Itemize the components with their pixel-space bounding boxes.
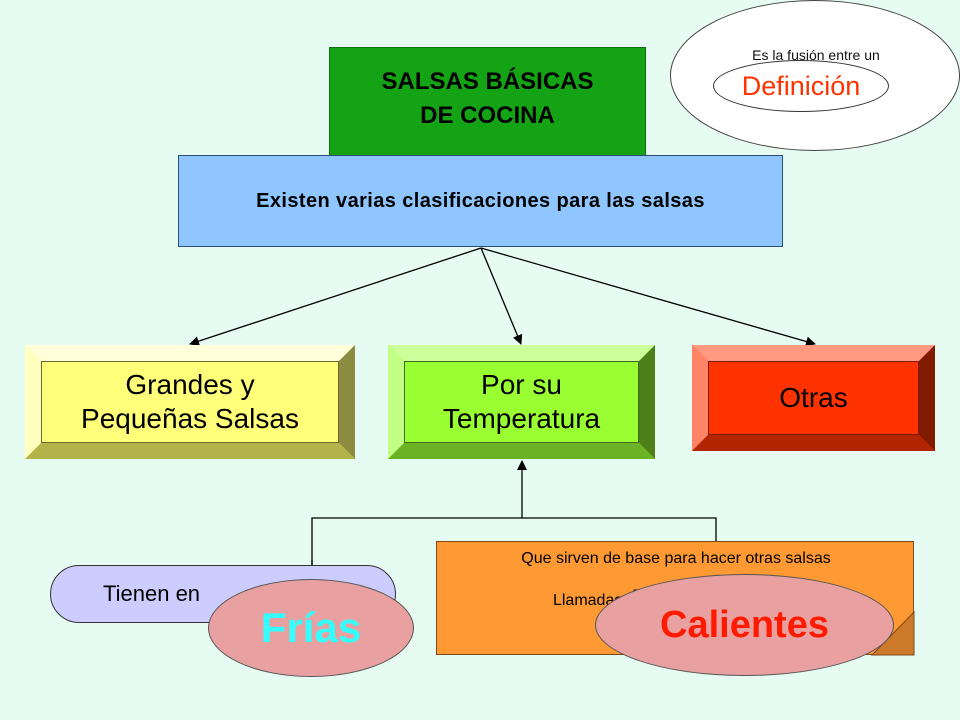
category-otras-box[interactable]: Otras: [692, 345, 935, 451]
grandes-line-2: Pequeñas Salsas: [81, 403, 299, 434]
frias-ellipse[interactable]: Frías: [208, 579, 414, 677]
otras-bevel: [692, 345, 935, 451]
temperatura-bevel: [388, 345, 655, 459]
category-temperatura-box[interactable]: Por su Temperatura: [388, 345, 655, 459]
definition-label[interactable]: Definición: [713, 60, 889, 112]
base-line-1: Que sirven de base para hacer otras sals…: [521, 550, 831, 567]
intro-box: Existen varias clasificaciones para las …: [178, 155, 783, 247]
otras-face: Otras: [708, 361, 919, 435]
arrow-to-grandes: [189, 247, 482, 346]
calientes-ellipse[interactable]: Calientes: [595, 574, 894, 676]
arrow-to-otras: [480, 247, 816, 347]
category-grandes-box[interactable]: Grandes y Pequeñas Salsas: [25, 345, 355, 459]
temperatura-line-2: Temperatura: [442, 403, 601, 434]
calientes-label: Calientes: [660, 603, 829, 646]
temperatura-line-1: Por su: [481, 369, 562, 400]
arrow-to-temperatura: [480, 247, 523, 345]
definition-label-text: Definición: [741, 70, 861, 101]
grandes-face: Grandes y Pequeñas Salsas: [41, 361, 339, 443]
tienen-text: Tienen en: [103, 581, 201, 606]
temperatura-face: Por su Temperatura: [404, 361, 639, 443]
otras-label: Otras: [779, 382, 848, 413]
grandes-bevel: [25, 345, 355, 459]
title-line-2: DE COCINA: [420, 102, 555, 129]
intro-text: Existen varias clasificaciones para las …: [256, 189, 705, 212]
title-box: SALSAS BÁSICAS DE COCINA: [329, 47, 646, 159]
definition-partial-text-top: Es la fusión entre un: [752, 47, 880, 63]
grandes-line-1: Grandes y: [125, 369, 255, 400]
title-line-1: SALSAS BÁSICAS: [381, 68, 594, 95]
frias-label: Frías: [260, 604, 362, 651]
